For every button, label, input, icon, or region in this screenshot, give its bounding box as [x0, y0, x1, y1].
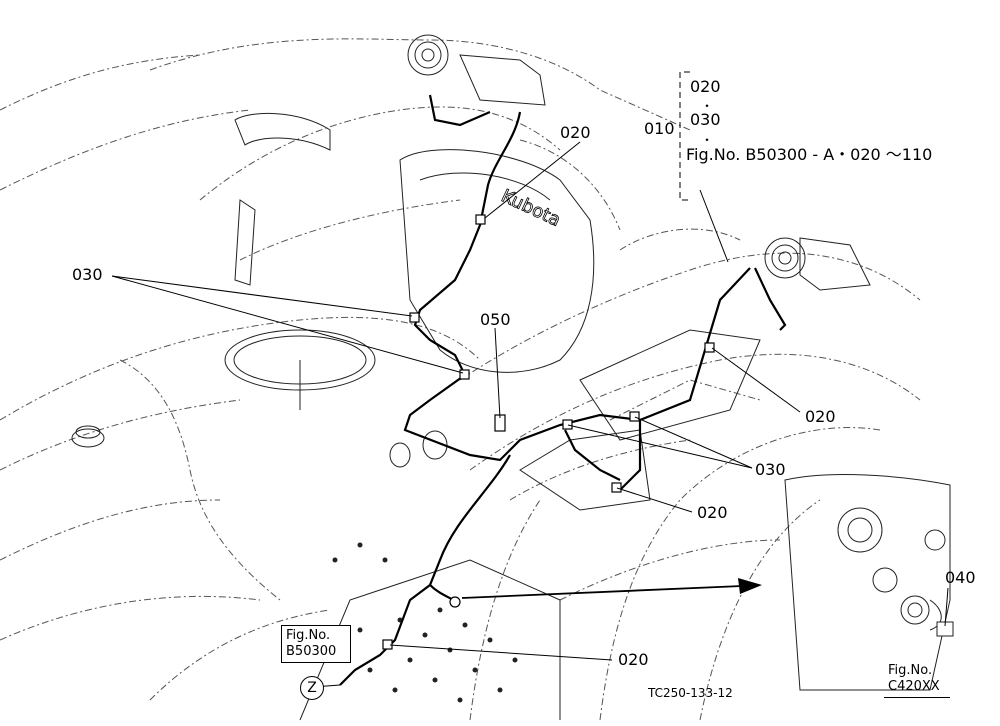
- label-020-bracket: 020: [690, 77, 721, 96]
- fig-box-line1: Fig.No.: [286, 628, 331, 643]
- label-020-right: 020: [805, 407, 836, 426]
- fig-box-line2: C420XX: [888, 679, 940, 694]
- label-010: 010: [644, 119, 675, 138]
- bracket-dot: ・: [701, 133, 714, 147]
- fig-box-line1: Fig.No.: [888, 663, 933, 678]
- zone-marker-z: Z: [300, 676, 324, 700]
- label-050: 050: [480, 310, 511, 329]
- reference-figure-note: Fig.No. B50300 - A・020 ～110: [686, 145, 933, 164]
- drawing-code: TC250-133-12: [648, 686, 733, 700]
- fig-box-c420xx: Fig.No. C420XX: [884, 661, 950, 698]
- fig-box-b50300: Fig.No. B50300: [281, 625, 351, 663]
- brand-logo: Kubota: [498, 185, 564, 231]
- bracket-dot: ・: [701, 99, 714, 113]
- label-030-bracket: 030: [690, 110, 721, 129]
- label-020-bottom: 020: [618, 650, 649, 669]
- fig-box-line2: B50300: [286, 644, 337, 659]
- label-020-mid: 020: [697, 503, 728, 522]
- label-030-left: 030: [72, 265, 103, 284]
- label-040: 040: [945, 568, 976, 587]
- label-020-top: 020: [560, 123, 591, 142]
- label-030-right: 030: [755, 460, 786, 479]
